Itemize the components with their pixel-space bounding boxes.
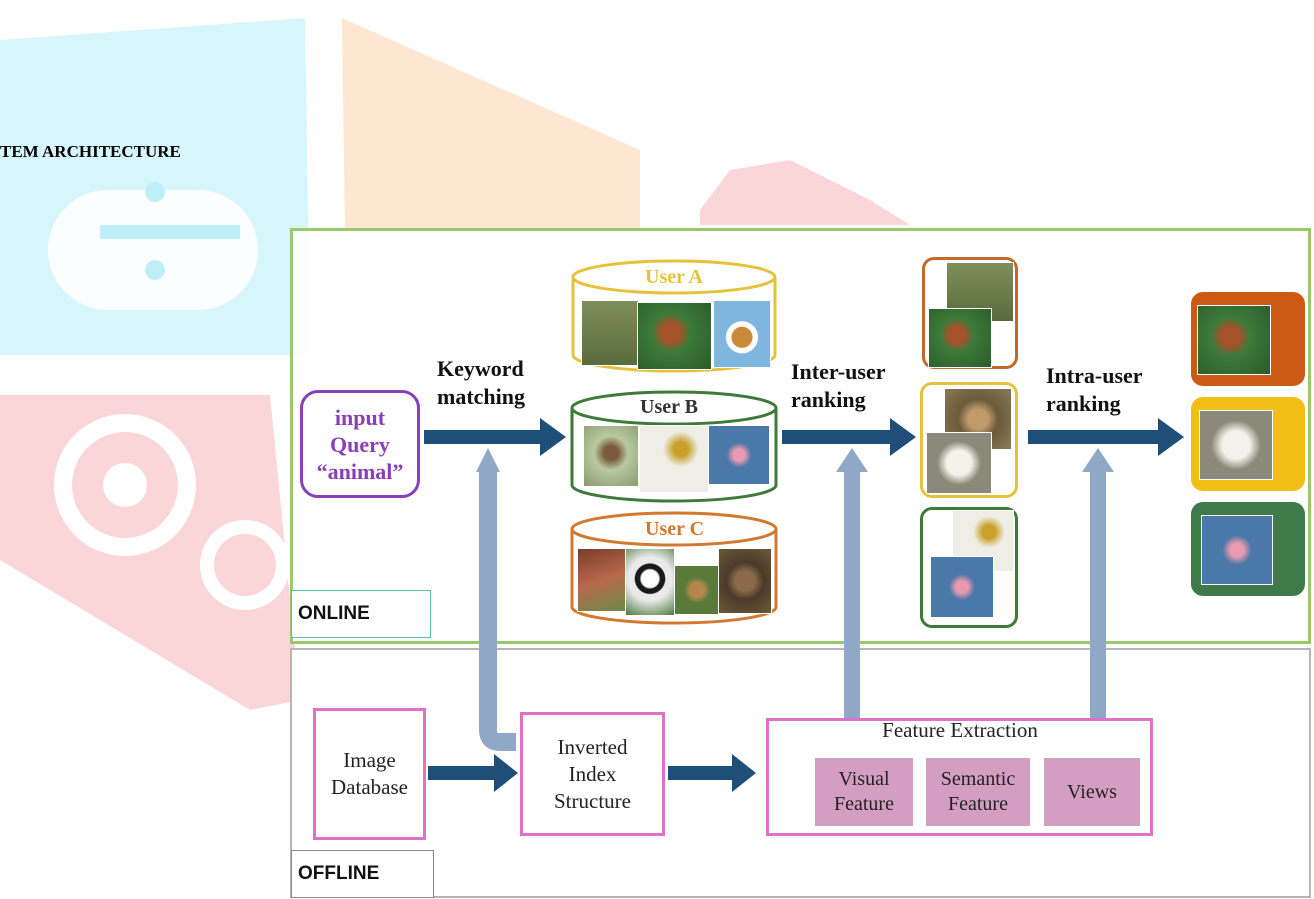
keyword-matching-label: Keyword matching [437, 356, 525, 409]
user-b-label: User B [640, 396, 698, 418]
user-c-image-4 [718, 548, 772, 614]
user-c-image-2 [625, 548, 675, 616]
input-query-box: input Query “animal” [300, 390, 420, 498]
online-label: ONLINE [291, 590, 431, 638]
arrow-head-keyword [476, 448, 500, 472]
image-database-box: Image Database [313, 708, 426, 840]
ranked-b-image-2 [926, 432, 992, 494]
arrow-head-intra [1082, 448, 1114, 472]
arrow-views-to-intra [1090, 468, 1106, 728]
arrow-index-to-features [668, 766, 734, 780]
ranked-c-image-2 [930, 556, 994, 618]
arrow-users-to-inter [782, 430, 892, 444]
user-b-image-2 [639, 425, 709, 493]
input-line-3: “animal” [316, 458, 404, 484]
views-box: Views [1044, 758, 1140, 826]
user-a-image-1 [581, 300, 639, 366]
inverted-index-box: Inverted Index Structure [520, 712, 665, 836]
arrow-head-inter [836, 448, 868, 472]
arrow-inter-to-intra [1028, 430, 1160, 444]
visual-feature-box: Visual Feature [815, 758, 913, 826]
arrow-db-to-index [428, 766, 496, 780]
arrow-query-to-users [424, 430, 542, 444]
user-b-image-1 [583, 425, 639, 487]
user-c-image-1 [577, 548, 627, 612]
user-c-image-3 [674, 565, 720, 615]
result-image-3 [1201, 515, 1273, 585]
arrow-index-to-keyword [479, 468, 516, 751]
user-c-label: User C [645, 518, 705, 540]
user-a-image-3 [713, 300, 771, 368]
input-line-1: input [334, 404, 386, 430]
input-line-2: Query [330, 431, 390, 457]
arrow-visual-to-inter [844, 468, 860, 728]
user-a-image-2 [637, 302, 712, 370]
user-a-label: User A [645, 266, 703, 288]
intra-user-ranking-label: Intra-user ranking [1046, 363, 1143, 416]
inter-user-ranking-label: Inter-user ranking [791, 359, 886, 412]
result-image-1 [1197, 305, 1271, 375]
ranked-a-image-2 [928, 308, 992, 368]
user-b-image-3 [708, 425, 770, 485]
result-image-2 [1199, 410, 1273, 480]
feature-extraction-title: Feature Extraction [882, 718, 1038, 742]
offline-label: OFFLINE [291, 850, 434, 898]
section-heading: TEM ARCHITECTURE [0, 142, 181, 161]
semantic-feature-box: Semantic Feature [926, 758, 1030, 826]
